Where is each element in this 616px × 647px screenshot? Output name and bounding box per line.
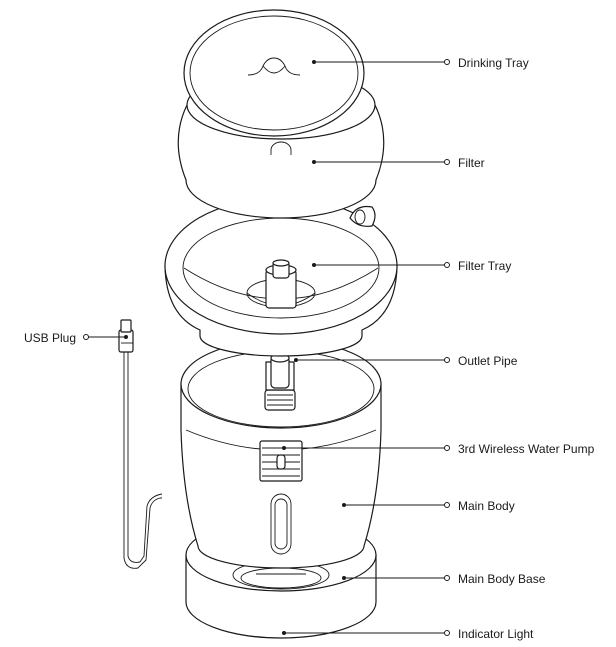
label-water-pump: 3rd Wireless Water Pump bbox=[458, 442, 595, 456]
label-main-body-base: Main Body Base bbox=[458, 572, 546, 586]
label-drinking-tray: Drinking Tray bbox=[458, 56, 529, 70]
label-main-body: Main Body bbox=[458, 499, 515, 513]
filter-tray-part bbox=[164, 197, 398, 357]
label-indicator-light: Indicator Light bbox=[458, 627, 534, 641]
usb-cable-part bbox=[118, 319, 163, 569]
label-filter-tray: Filter Tray bbox=[458, 259, 511, 273]
label-filter: Filter bbox=[458, 156, 485, 170]
leader-lines bbox=[83, 59, 450, 636]
label-usb-plug: USB Plug bbox=[24, 331, 76, 345]
drinking-tray-part bbox=[183, 9, 365, 137]
label-outlet-pipe: Outlet Pipe bbox=[458, 354, 518, 368]
outlet-pipe-part bbox=[264, 353, 296, 411]
